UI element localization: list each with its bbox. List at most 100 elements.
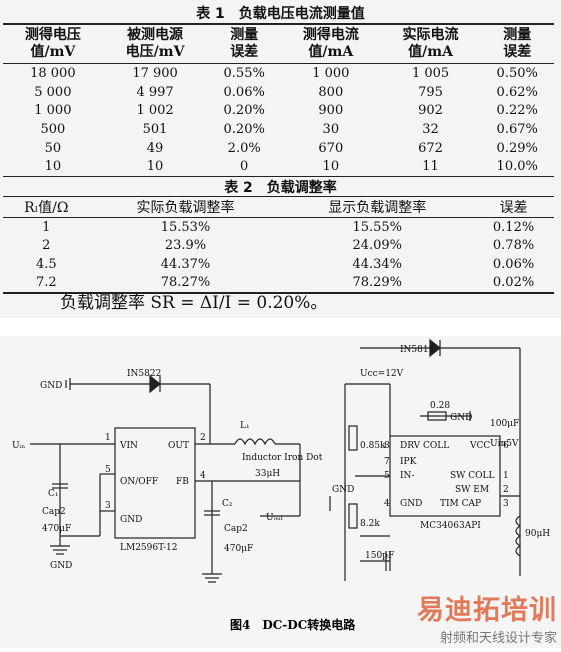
table-cell: 670 [318,140,344,156]
header-cell: 实际电流值/mA [402,27,459,60]
table-cell: 10 [146,159,164,175]
gndpin-label: GND [120,515,142,525]
c1-label: C₁ [48,489,59,499]
table-cell: 1 [42,219,51,235]
table-cell: 0.55% [223,65,265,81]
pin-1b: 1 [503,471,509,481]
out-label: OUT [168,441,189,451]
header-cell: Rₗ值/Ω [24,200,69,216]
table1-caption: 表 1 负载电压电流测量值 [196,6,365,22]
l1-label: L₁ [240,421,250,431]
table-cell: 30 [322,121,340,137]
table-cell: 10 [322,159,340,175]
pin-5: 5 [105,465,111,475]
pin-6: 6 [503,441,509,451]
table-cell: 0.20% [223,121,265,137]
table-cell: 0.29% [496,140,538,156]
timcap-label: TIM CAP [440,499,481,509]
table-cell: 10 [44,159,62,175]
header-cell: 被测电源电压/mV [125,27,185,60]
table-cell: 23.9% [164,238,207,254]
vin-label: VIN [119,441,138,451]
drv-label: DRV COLL [400,441,449,451]
table-cell: 902 [418,103,443,119]
inductance-label: 33μH [255,469,280,479]
c100uf-label: 100μF [490,419,519,429]
divider [0,318,561,336]
inm-label: IN- [400,471,414,481]
table-cell: 49 [146,140,164,156]
pin-4b: 4 [384,499,390,509]
chip1-label: LM2596T-12 [120,543,177,553]
vcc-label: VCC [469,441,490,451]
table-cell: 0.06% [492,256,535,272]
gnd-label: GND [50,561,72,571]
cap2-label: Cap2 [42,507,66,517]
table-cell: 501 [142,121,168,137]
in5819-label: IN5819 [400,345,435,355]
table-cell: 795 [418,84,443,100]
r82k-label: 8.2k [360,519,380,529]
ucc-label: Ucc=12V [360,369,404,379]
tables-panel: 表 1 负载电压电流测量值 测得电压值/mV 被测电源电压/mV 测量误差 测得电流值… [0,0,561,318]
header-cell: 误差 [499,200,528,216]
table-cell: 0.02% [492,275,535,291]
header-cell: 实际负载调整率 [136,200,235,216]
formula: 负载调整率 SR = ΔI/I = 0.20%。 [60,293,328,313]
table-cell: 10.0% [496,159,538,175]
table-cell: 0.50% [496,65,538,81]
table2-caption: 表 2 负载调整率 [224,180,337,196]
table-cell: 0.22% [496,103,538,119]
table-cell: 15.55% [352,219,403,235]
table-cell: 800 [318,84,344,100]
table-cell: 44.34% [352,256,403,272]
pin-2: 2 [200,433,206,443]
pin-3: 3 [105,501,111,511]
figure-caption: 图4 DC-DC转换电路 [230,617,356,632]
table-cell: 1 002 [136,103,174,119]
swcoll-label: SW COLL [450,471,495,481]
ipk-label: IPK [400,457,417,467]
table-cell: 0.67% [496,121,538,137]
pin-7: 7 [384,457,390,467]
c150pf-label: 150pF [365,551,394,561]
table-cell: 50 [44,140,62,156]
table-cell: 15.53% [160,219,211,235]
table-cell: 672 [418,140,443,156]
table-cell: 4 997 [136,84,174,100]
table-cell: 78.27% [160,275,211,291]
header-cell: 测量误差 [230,27,259,60]
uout-label: Uₒᵤₜ [266,513,284,523]
r085k-label: 0.85k [360,441,386,451]
table-cell: 2 [42,238,51,254]
table-cell: 2.0% [227,140,261,156]
pin-1: 1 [105,433,111,443]
table-cell: 0.78% [492,238,535,254]
table-cell: 32 [422,121,439,137]
table-cell: 1 000 [312,65,350,81]
table-row: 50 49 2.0% 670 672 0.29% [3,139,554,158]
c2val-label: 470μF [224,544,253,554]
table-cell: 1 005 [411,65,450,81]
onoff-label: ON/OFF [120,477,158,487]
table-cell: 0.20% [223,103,265,119]
r028-label: 0.28 [430,401,450,411]
watermark-subtitle: 射频和天线设计专家 [439,631,557,646]
table-cell: 11 [422,159,439,175]
table-cell: 5 000 [34,84,72,100]
watermark-title: 易迪拓培训 [417,595,557,626]
header-cell: 测得电流值/mA [302,27,359,60]
table-cell: 78.29% [352,275,403,291]
circuit-diagram: GND IN5822 Uᵢₙ C₁ Cap2 470μF GND VIN OUT… [12,338,550,632]
header-cell: 测得电压值/mV [24,27,81,60]
